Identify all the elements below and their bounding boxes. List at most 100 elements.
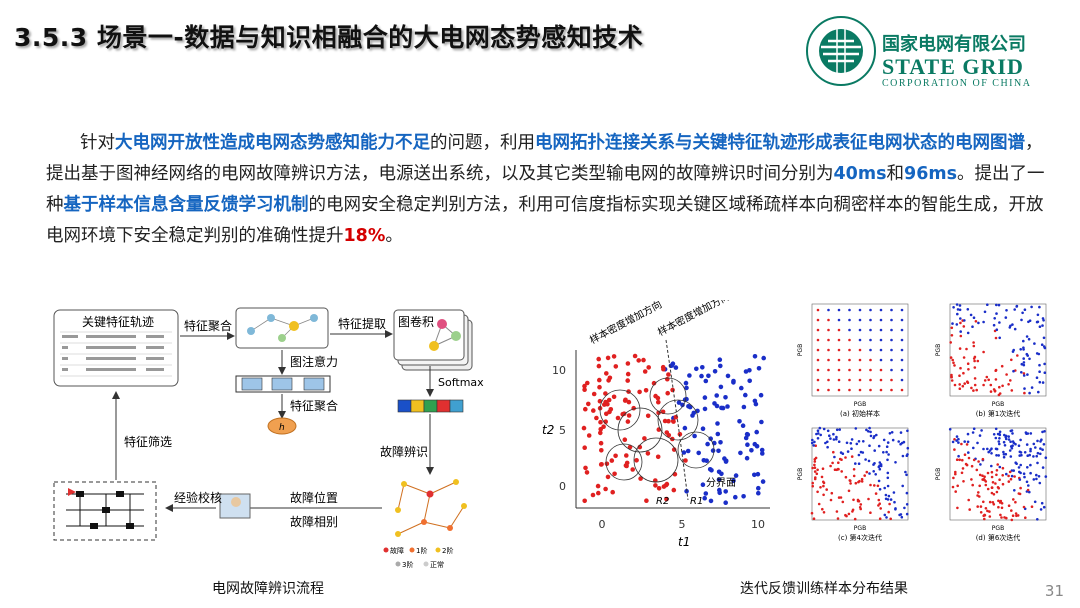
panel-point <box>951 440 955 444</box>
scatter-point <box>712 401 717 406</box>
gcn-label: 图卷积 <box>398 314 434 329</box>
scatter-point <box>622 437 628 442</box>
panel-point <box>900 368 904 372</box>
panel-point <box>1036 461 1039 465</box>
panel-point <box>886 471 890 475</box>
panel-point <box>954 472 957 476</box>
logo-subtitle: CORPORATION OF CHINA <box>882 78 1032 89</box>
panel-point <box>973 383 977 387</box>
panel-point <box>900 515 904 519</box>
scatter-point <box>625 361 631 366</box>
panel-point <box>1019 463 1022 467</box>
panel-point <box>890 378 893 382</box>
panel-point <box>1038 380 1042 384</box>
panel-point <box>998 321 1001 324</box>
panel-point <box>978 484 981 488</box>
scatter-point <box>596 356 601 362</box>
panel-point <box>966 331 970 335</box>
feature-selection-label: 特征筛选 <box>124 434 172 449</box>
scatter-point <box>761 355 766 361</box>
panel-point <box>997 505 1000 509</box>
panel-point <box>810 441 814 445</box>
panel-point <box>995 312 998 315</box>
panel-point <box>1037 352 1041 356</box>
panel-point <box>1010 358 1013 362</box>
panel-point <box>867 459 871 463</box>
scatter-point <box>752 441 758 447</box>
panel-point <box>958 347 962 350</box>
panel-point <box>991 481 995 484</box>
panel-point <box>873 449 876 452</box>
panel-point <box>858 506 862 509</box>
panel-point <box>1036 451 1040 455</box>
panel-point <box>995 303 998 307</box>
panel-point <box>955 458 959 461</box>
scatter-point <box>582 498 587 504</box>
left-figure-caption: 电网故障辨识流程 <box>212 581 324 597</box>
panel-point <box>986 303 989 306</box>
panel-point <box>875 433 878 437</box>
panel-point <box>973 377 977 380</box>
panel-point <box>967 498 970 502</box>
panel-point <box>959 366 962 370</box>
panel-point <box>890 388 893 392</box>
panel-point <box>1013 475 1016 478</box>
panel-point <box>841 500 845 504</box>
panel-point <box>850 447 853 450</box>
panel-point <box>869 338 872 342</box>
panel-point <box>1023 451 1027 454</box>
panel-point <box>879 348 883 352</box>
scatter-point <box>691 410 697 416</box>
panel-point <box>873 462 876 465</box>
panel-point <box>985 375 989 379</box>
panel-point <box>982 500 985 504</box>
panel-point <box>863 474 866 477</box>
scatter-point <box>683 380 689 386</box>
panel-point <box>956 308 960 311</box>
panel-point <box>1009 324 1012 328</box>
scatter-point <box>651 380 657 386</box>
scatter-point <box>718 363 723 369</box>
panel-point <box>1033 500 1037 504</box>
scatter-point <box>634 458 639 463</box>
scatter-point <box>666 372 671 377</box>
panel-point <box>878 502 881 505</box>
scatter-point <box>702 406 708 412</box>
scatter-point <box>598 426 603 432</box>
scatter-point <box>595 483 601 489</box>
scatter-point <box>715 421 720 426</box>
panel-point <box>990 475 994 479</box>
scatter-point <box>596 490 601 496</box>
panel-point <box>890 318 893 322</box>
scatter-point <box>699 373 704 379</box>
panel-point <box>864 458 867 461</box>
scatter-point <box>622 398 628 403</box>
panel-point <box>1030 505 1034 508</box>
panel-point <box>998 465 1002 469</box>
panel-point <box>984 480 988 483</box>
panel-point <box>992 323 996 327</box>
panel-point <box>1002 440 1006 444</box>
panel-point <box>879 507 882 510</box>
panel-point <box>958 374 961 377</box>
panel-point <box>977 321 980 325</box>
panel-point <box>1042 336 1046 340</box>
state-grid-emblem-icon <box>806 16 876 86</box>
svg-text:故障: 故障 <box>390 546 404 555</box>
panel-point <box>974 320 978 323</box>
panel-point <box>1022 372 1026 375</box>
panel-point <box>960 471 964 475</box>
panel-point <box>869 511 872 514</box>
panel-point <box>890 358 893 362</box>
panel-point <box>879 328 883 332</box>
panel-point <box>813 440 816 444</box>
panel-point <box>845 441 849 445</box>
panel-point <box>984 507 988 510</box>
panel-point <box>959 334 963 338</box>
panel-point <box>816 429 820 432</box>
panel-xlabel: PGB <box>992 401 1004 408</box>
panel-point <box>878 517 882 520</box>
panel-point <box>958 308 962 312</box>
panel-point <box>976 359 980 363</box>
panel-point <box>824 441 827 445</box>
